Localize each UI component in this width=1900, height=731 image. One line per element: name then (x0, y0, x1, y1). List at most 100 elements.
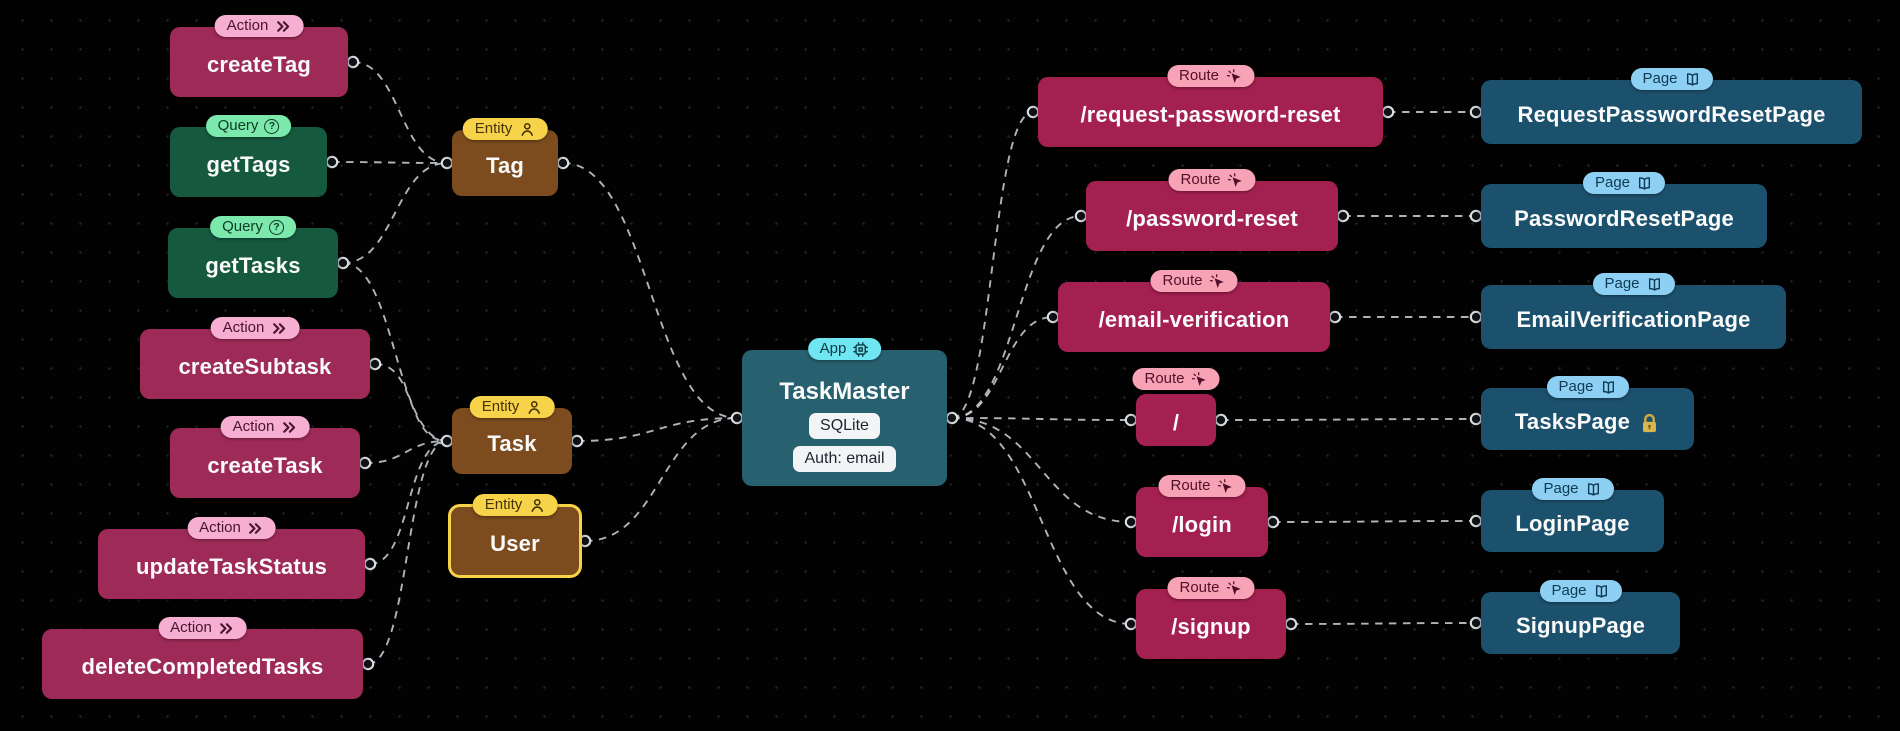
edge-TaskMaster-to-login (951, 417, 1132, 523)
connection-handle[interactable] (1328, 310, 1342, 324)
node-label: Tag (485, 153, 525, 178)
question-circle-icon: ? (264, 118, 280, 134)
connection-handle[interactable] (1336, 209, 1350, 223)
badge-label: Action (199, 519, 241, 536)
cursor-sparkle-icon (1227, 172, 1242, 187)
connection-handle[interactable] (440, 156, 454, 170)
badge-label: App (819, 340, 847, 357)
connection-handle[interactable] (1469, 514, 1483, 528)
connection-handle[interactable] (1046, 310, 1060, 324)
connection-handle[interactable] (1469, 209, 1483, 223)
node-route-root[interactable]: Route/ (1132, 368, 1220, 446)
connection-handle[interactable] (1124, 515, 1138, 529)
connection-handle[interactable] (325, 155, 339, 169)
node-gettasks[interactable]: Query?getTasks (168, 216, 338, 298)
badge-label: Route (1162, 272, 1203, 289)
entity-badge: Entity (472, 494, 558, 516)
connection-handle[interactable] (1469, 412, 1483, 426)
connection-handle[interactable] (1124, 617, 1138, 631)
connection-handle[interactable] (570, 434, 584, 448)
edge-createTag-to-Tag (352, 61, 448, 164)
connection-handle[interactable] (1124, 413, 1138, 427)
connection-handle[interactable] (1284, 617, 1298, 631)
node-route-password-reset[interactable]: Route/password-reset (1086, 169, 1338, 251)
node-route-request-password-reset[interactable]: Route/request-password-reset (1038, 65, 1383, 147)
person-icon (531, 498, 543, 512)
edge-createSubtask-to-Task (374, 363, 448, 442)
node-label: EmailVerificationPage (1516, 307, 1751, 332)
chip-icon (853, 341, 869, 357)
open-book-icon (1686, 72, 1698, 86)
connection-handle[interactable] (1214, 413, 1228, 427)
connection-handle[interactable] (1074, 209, 1088, 223)
edge-TaskMaster-to-signup (951, 417, 1132, 625)
badge-label: Page (1558, 378, 1594, 395)
badge-label: Page (1594, 174, 1631, 191)
chevrons-right-icon (249, 522, 262, 534)
connection-handle[interactable] (578, 534, 592, 548)
open-book-icon (1587, 482, 1599, 496)
entity-badge: Entity (462, 118, 548, 140)
action-badge: Action (187, 517, 276, 539)
edge-User-to-TaskMaster (584, 417, 738, 542)
route-badge: Route (1167, 577, 1255, 599)
node-route-email-verification[interactable]: Route/email-verification (1058, 270, 1330, 352)
connection-handle[interactable] (730, 411, 744, 425)
person-icon (528, 400, 540, 414)
connection-handle[interactable] (346, 55, 360, 69)
database-pill: SQLite (809, 413, 880, 439)
action-badge: Action (210, 317, 300, 339)
connection-handle[interactable] (440, 434, 454, 448)
connection-handle[interactable] (368, 357, 382, 371)
page-badge: Page (1592, 273, 1675, 295)
connection-handle[interactable] (336, 256, 350, 270)
chevrons-right-icon (220, 622, 233, 634)
edge--to-TasksPage (1220, 418, 1477, 421)
connection-handle[interactable] (1381, 105, 1395, 119)
route-badge: Route (1158, 475, 1246, 497)
open-book-icon (1595, 584, 1607, 598)
connection-handle[interactable] (1469, 310, 1483, 324)
node-route-login[interactable]: Route/login (1136, 475, 1268, 557)
connection-handle[interactable] (1026, 105, 1040, 119)
connection-handle[interactable] (945, 411, 959, 425)
connection-handle[interactable] (1469, 616, 1483, 630)
cursor-sparkle-icon (1226, 68, 1241, 83)
node-label: getTags (206, 152, 291, 177)
connection-handle[interactable] (358, 456, 372, 470)
node-label: /signup (1171, 614, 1251, 639)
badge-label: Entity (481, 398, 520, 415)
badge-label: Route (1170, 477, 1211, 494)
connection-handle[interactable] (1266, 515, 1280, 529)
question-circle-icon: ? (268, 219, 284, 235)
node-route-signup[interactable]: Route/signup (1136, 577, 1286, 659)
connection-handle[interactable] (1469, 105, 1483, 119)
connection-handle[interactable] (363, 557, 377, 571)
node-label: getTasks (205, 253, 301, 278)
connection-handle[interactable] (361, 657, 375, 671)
edge-TaskMaster-to- (951, 417, 1132, 421)
badge-label: Page (1551, 582, 1587, 599)
node-gettags[interactable]: Query?getTags (170, 115, 327, 197)
connection-handle[interactable] (556, 156, 570, 170)
node-label: createTag (206, 52, 312, 77)
edge-TaskMaster-to-emailverification (951, 316, 1054, 419)
page-badge: Page (1546, 376, 1629, 398)
